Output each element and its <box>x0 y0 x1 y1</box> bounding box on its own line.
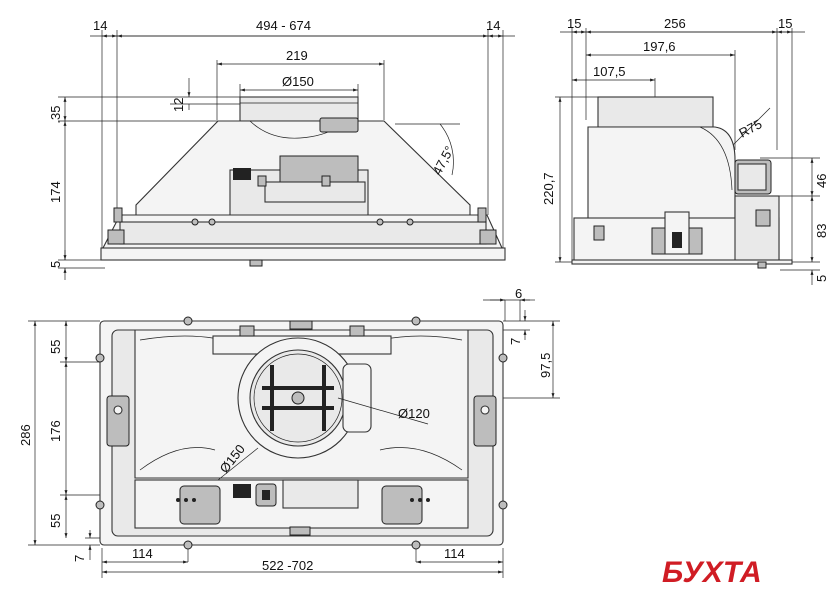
front-dim-side-right: 14 <box>486 18 500 33</box>
top-view: 6 7 97,5 286 55 176 55 7 114 522 -702 11… <box>18 286 560 578</box>
top-dim-collar-offset-h: 6 <box>515 286 522 301</box>
front-dim-collar-diameter: Ø150 <box>282 74 314 89</box>
front-dim-width-range: 494 - 674 <box>256 18 311 33</box>
front-view: 14 494 - 674 14 219 Ø150 12 35 174 5 47,… <box>48 18 515 280</box>
top-dim-side-right: 114 <box>444 546 465 561</box>
front-dim-collar-offset: 12 <box>171 98 186 112</box>
top-dim-collar-center: 97,5 <box>538 353 553 378</box>
front-dim-body-height: 174 <box>48 181 63 203</box>
top-dim-middle: 176 <box>48 420 63 442</box>
brand-logo: БУХТА <box>662 556 762 589</box>
front-dim-base: 5 <box>48 261 63 268</box>
front-dim-side-left: 14 <box>93 18 107 33</box>
side-dim-depth: 256 <box>664 16 686 31</box>
side-dim-collar-depth: 197,6 <box>643 39 676 54</box>
top-dim-rear-margin: 55 <box>48 514 63 528</box>
top-dim-side-left: 114 <box>132 546 153 561</box>
front-dim-collar-width: 219 <box>286 48 308 63</box>
side-dim-total-height: 220,7 <box>541 172 556 205</box>
side-dim-connector-height: 46 <box>814 174 829 188</box>
side-dim-collar-center: 107,5 <box>593 64 626 79</box>
top-dim-bottom-offset: 7 <box>72 555 87 562</box>
side-dim-lower-height: 83 <box>814 224 829 238</box>
side-view: 15 256 15 197,6 107,5 R75 220,7 46 83 5 <box>541 16 829 285</box>
top-dim-front-margin: 55 <box>48 340 63 354</box>
side-dim-base: 5 <box>814 275 829 282</box>
side-dim-right-margin: 15 <box>778 16 792 31</box>
side-dim-radius: R75 <box>736 116 764 140</box>
top-dim-outlet-diameter: Ø120 <box>398 406 430 421</box>
top-dim-total-depth: 286 <box>18 424 33 446</box>
top-dim-collar-offset-v: 7 <box>508 338 523 345</box>
side-dim-left-margin: 15 <box>567 16 581 31</box>
front-dim-collar-height: 35 <box>48 106 63 120</box>
top-dim-width-range: 522 -702 <box>262 558 313 573</box>
